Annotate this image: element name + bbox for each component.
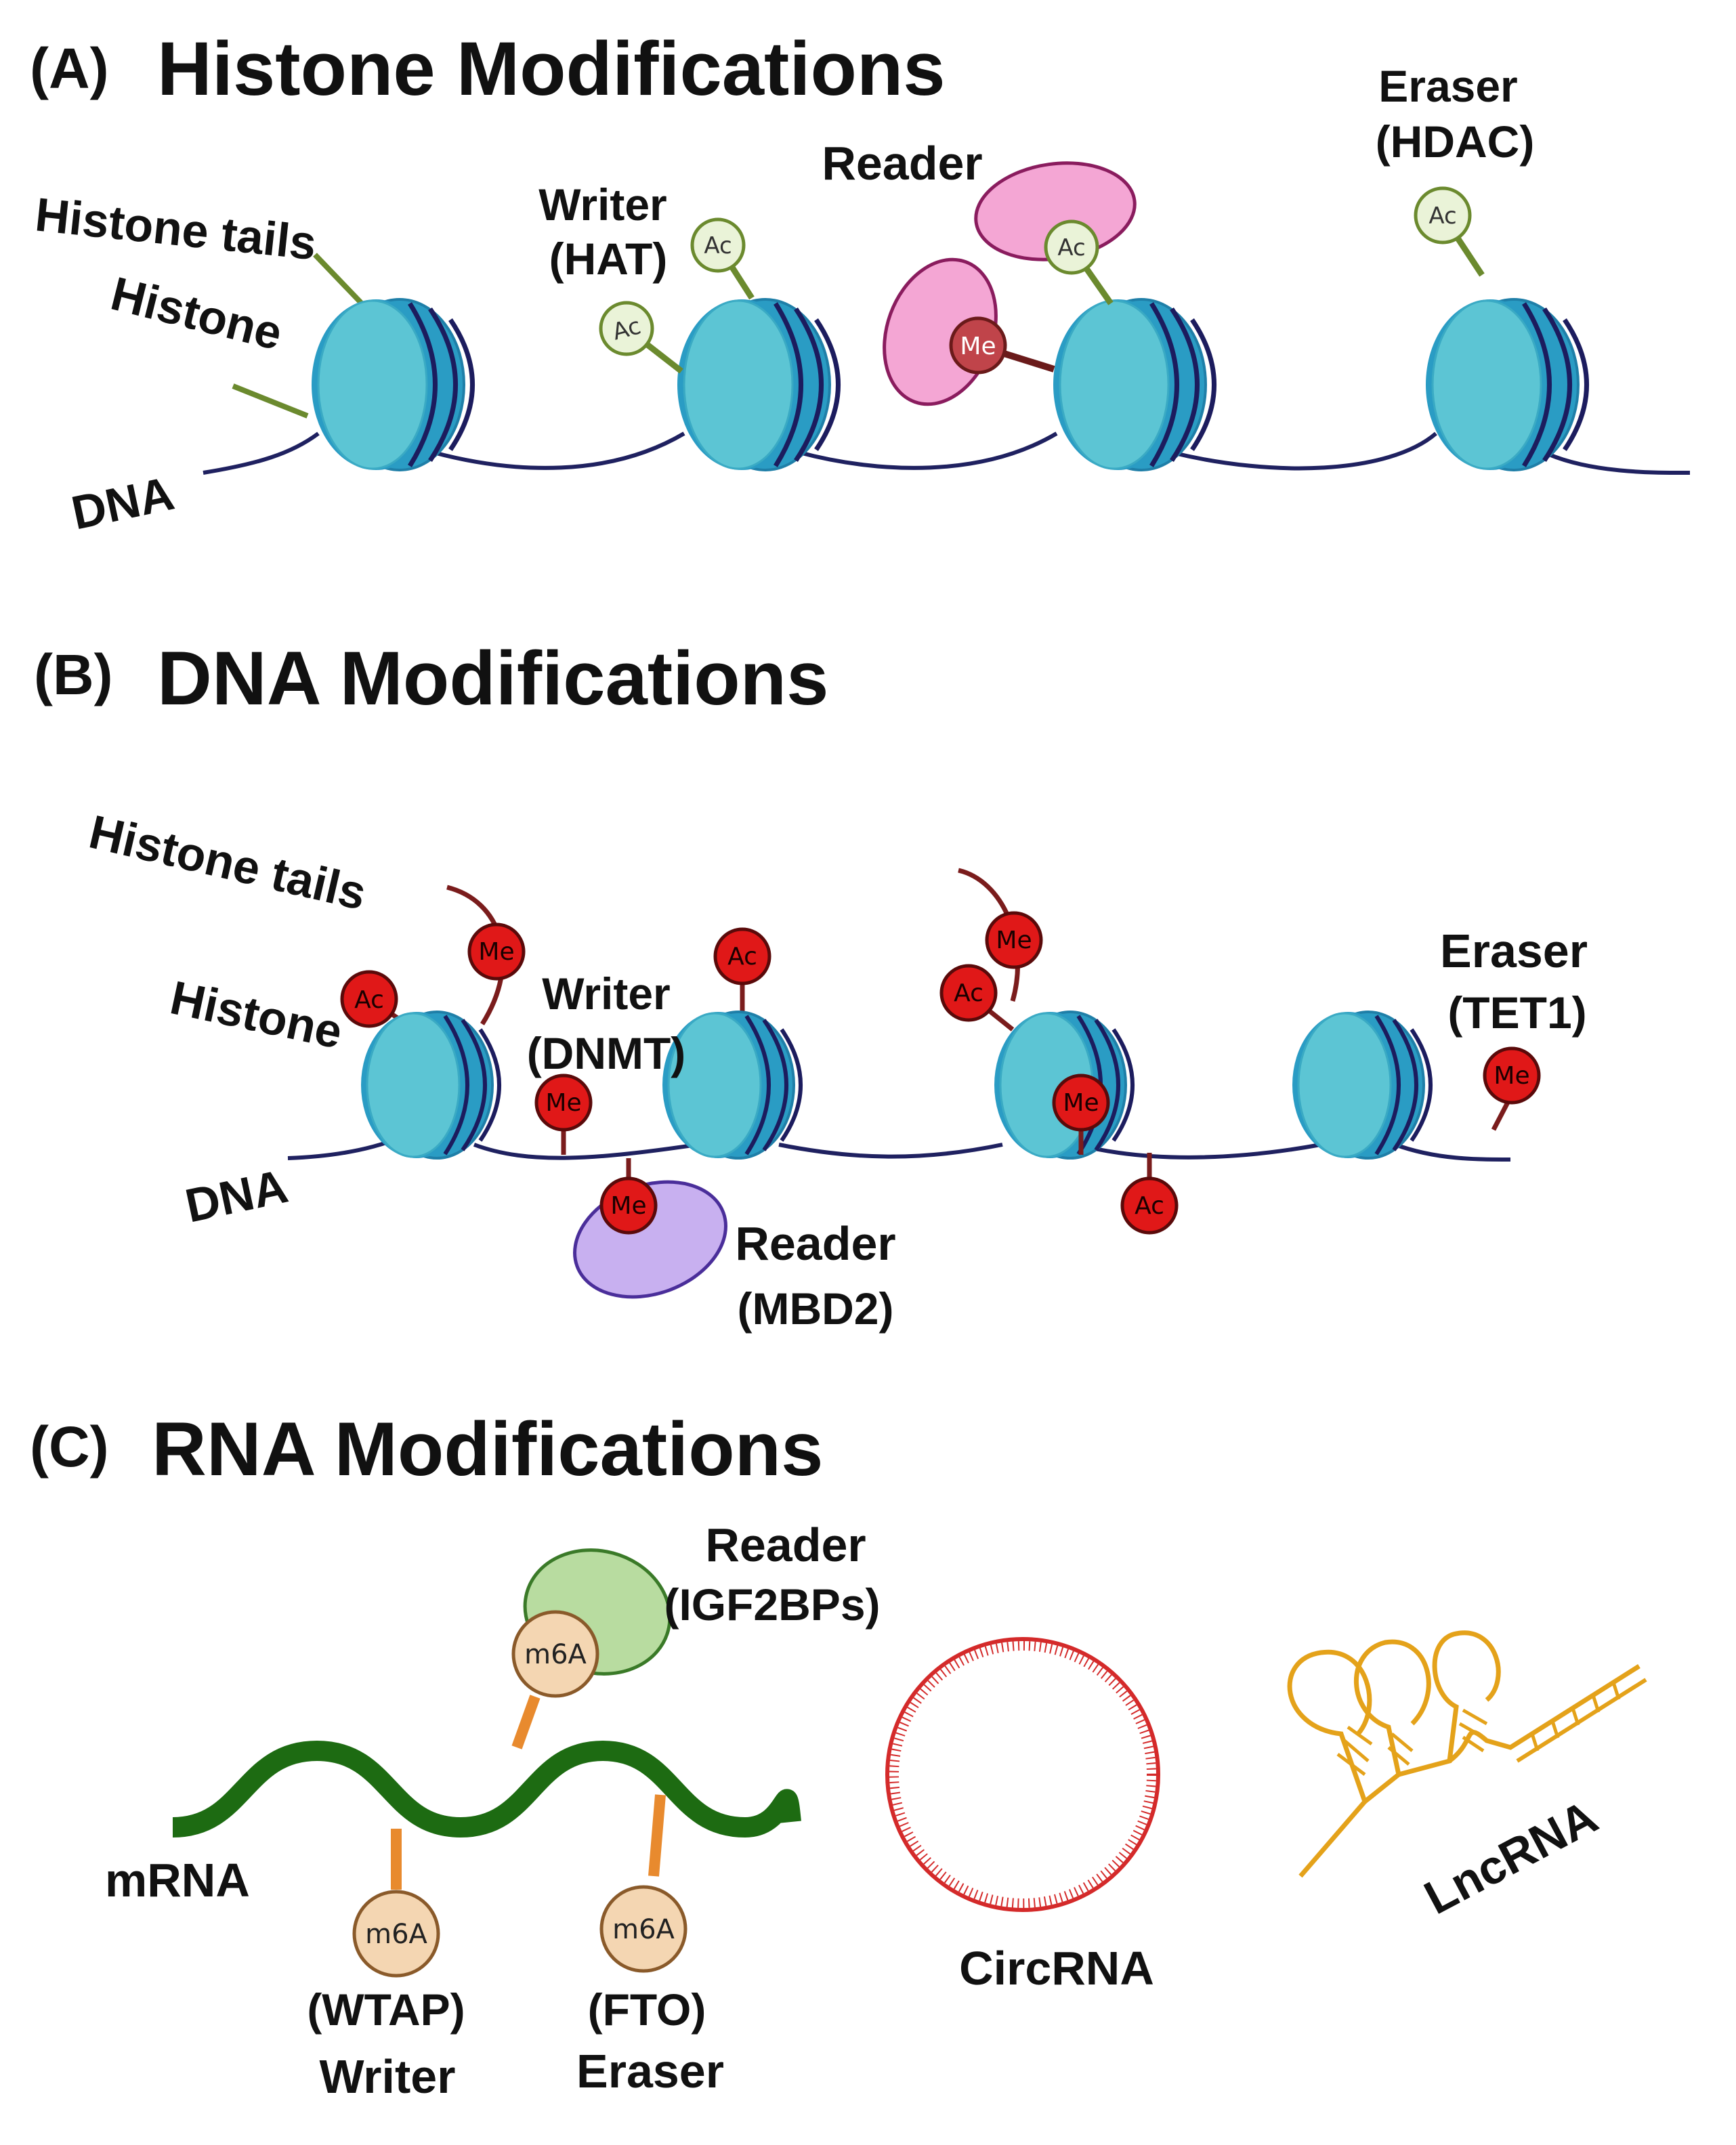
- histone-tail: [232, 383, 309, 419]
- lncrna-icon: [1287, 1630, 1647, 1878]
- ac-mark-label: Ac: [1135, 1192, 1164, 1220]
- histone-label: Histone: [106, 267, 287, 360]
- dna-label: DNA: [67, 467, 179, 540]
- methyl-mark: [949, 316, 1007, 375]
- me-mark: Me: [534, 1074, 593, 1132]
- eraser-label: Eraser: [1440, 925, 1588, 977]
- acetyl-mark: [599, 301, 654, 356]
- ac-mark: Ac: [1120, 1176, 1179, 1235]
- ac-mark: Ac: [340, 970, 398, 1028]
- panel-c: (C) RNA Modifications m6A m6A m6A: [30, 1407, 1647, 2103]
- me-mark: Me: [1483, 1046, 1541, 1105]
- me-mark-label: Me: [610, 1192, 646, 1220]
- panel-b-prefix: (B): [34, 643, 113, 706]
- nucleosome: [1426, 299, 1587, 470]
- reader-enzyme-label: (IGF2BPs): [664, 1579, 880, 1630]
- panel-b-dna-strand: [287, 1136, 1511, 1162]
- acetyl-mark: [690, 217, 746, 273]
- ac-mark: Ac: [939, 964, 998, 1022]
- reader-label: Reader: [705, 1519, 866, 1571]
- m6a-mark: m6A: [599, 1885, 687, 1973]
- panel-b: (B) DNA Modifications Ac Me: [34, 636, 1588, 1334]
- lncrna-label: LncRNA: [1416, 1790, 1605, 1924]
- acetyl-mark: [1414, 186, 1472, 245]
- m6a-mark-label: m6A: [524, 1639, 587, 1670]
- writer-enzyme-label: (WTAP): [307, 1984, 465, 2035]
- acetyl-mark: [1044, 219, 1099, 275]
- eraser-enzyme-label: (HDAC): [1376, 116, 1535, 167]
- ac-mark: Ac: [713, 927, 771, 985]
- me-mark-label: Me: [478, 938, 514, 966]
- eraser-enzyme-label: (TET1): [1447, 987, 1586, 1038]
- writer-label: Writer: [320, 2050, 456, 2103]
- eraser-label: Eraser: [576, 2045, 724, 2098]
- panel-b-title: DNA Modifications: [157, 636, 828, 721]
- dna-label: DNA: [181, 1160, 293, 1233]
- me-mark-label: Me: [996, 927, 1032, 954]
- histone-tails-label: Histone tails: [33, 188, 318, 270]
- ac-mark-label: Ac: [727, 943, 757, 971]
- acetyl-mark-label: Ac: [704, 232, 732, 259]
- nucleosome: [677, 299, 839, 470]
- m6a-mark-label: m6A: [365, 1919, 427, 1950]
- ac-mark-label: Ac: [354, 986, 384, 1014]
- methyl-mark-label: Me: [960, 333, 996, 360]
- histone-label: Histone: [166, 971, 347, 1059]
- nucleosome: [1053, 299, 1214, 470]
- panel-c-prefix: (C): [30, 1415, 109, 1479]
- me-mark: Me: [599, 1176, 658, 1235]
- mrna-label: mRNA: [105, 1854, 250, 1907]
- circrna-icon: [885, 1637, 1160, 1912]
- mbd2-reader-protein: [573, 1180, 727, 1299]
- histone-tails-label: Histone tails: [85, 805, 371, 920]
- acetyl-mark-label: Ac: [1428, 203, 1456, 230]
- mrna-strand: [172, 1740, 801, 1838]
- acetyl-mark-label: Ac: [1057, 234, 1085, 261]
- ac-mark-label: Ac: [954, 979, 983, 1007]
- writer-enzyme-label: (HAT): [549, 234, 668, 284]
- me-mark-label: Me: [1494, 1062, 1529, 1090]
- panel-a-title: Histone Modifications: [157, 26, 946, 111]
- m6a-mark: m6A: [511, 1610, 599, 1698]
- panel-c-title: RNA Modifications: [152, 1407, 823, 1491]
- eraser-enzyme-label: (FTO): [588, 1984, 706, 2035]
- m6a-linker: [511, 1695, 541, 1749]
- eraser-label: Eraser: [1378, 61, 1518, 111]
- writer-enzyme-label: (DNMT): [527, 1028, 686, 1078]
- nucleosome: [361, 1012, 499, 1158]
- me-mark-label: Me: [545, 1089, 581, 1117]
- writer-label: Writer: [538, 179, 667, 230]
- panel-a: (A) Histone Modifications Ac Ac Ac Me Ac: [30, 26, 1691, 540]
- m6a-mark-label: m6A: [612, 1914, 675, 1945]
- circrna-label: CircRNA: [959, 1942, 1154, 1995]
- reader-enzyme-label: (MBD2): [738, 1283, 894, 1334]
- reader-label: Reader: [822, 137, 982, 190]
- me-mark: Me: [985, 911, 1043, 969]
- me-mark-label: Me: [1063, 1089, 1099, 1117]
- nucleosome: [1292, 1012, 1431, 1158]
- nucleosome: [312, 299, 473, 470]
- m6a-linker: [648, 1794, 666, 1877]
- reader-label: Reader: [735, 1217, 895, 1270]
- me-mark: Me: [467, 922, 526, 981]
- panel-a-dna-strand: [203, 431, 1691, 475]
- panel-a-prefix: (A): [30, 37, 109, 100]
- histone-tail: [313, 253, 364, 305]
- writer-label: Writer: [542, 969, 671, 1019]
- me-mark: Me: [1052, 1074, 1110, 1132]
- m6a-mark: m6A: [352, 1890, 440, 1978]
